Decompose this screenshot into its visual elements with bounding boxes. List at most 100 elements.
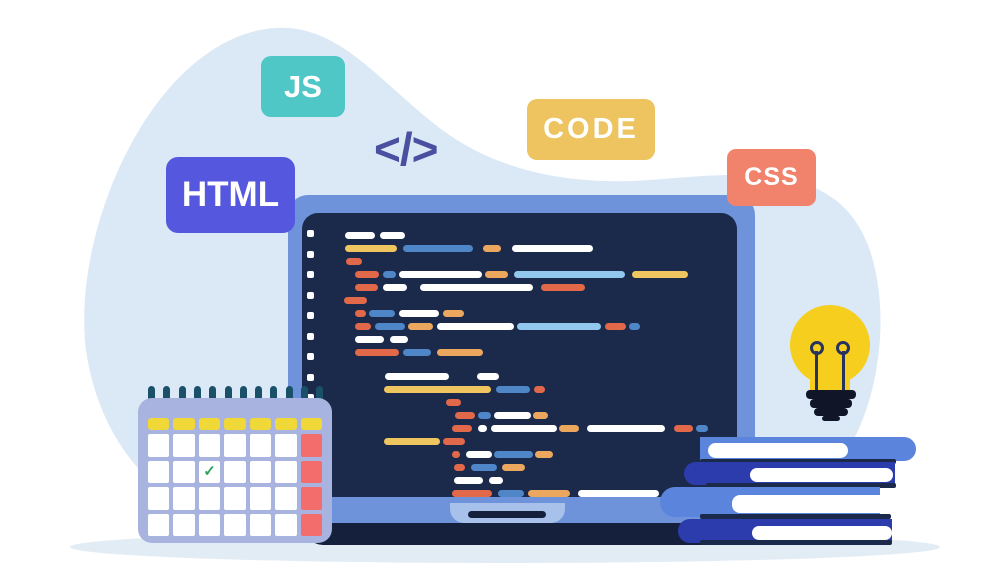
laptop-hinge-slot	[468, 511, 546, 518]
laptop-base	[305, 523, 740, 545]
code-bar	[478, 425, 487, 432]
code-bar	[496, 386, 530, 393]
code-bar	[489, 477, 503, 484]
calendar-day-cell	[224, 513, 246, 536]
book-pages	[708, 443, 848, 458]
code-bar	[384, 438, 440, 445]
calendar-day-cell	[173, 487, 195, 510]
code-bar	[485, 271, 508, 278]
code-bar	[478, 412, 491, 419]
lightbulb-base-ridge	[822, 416, 840, 421]
code-bar	[471, 464, 497, 471]
code-bar	[455, 412, 475, 419]
code-bar	[517, 323, 601, 330]
book-pages	[752, 526, 892, 540]
calendar-header-cell	[224, 418, 246, 430]
code-bar	[535, 451, 553, 458]
calendar-day-cell	[275, 434, 297, 457]
gutter-dot	[307, 230, 314, 237]
code-bar	[454, 477, 483, 484]
code-bar	[578, 490, 659, 497]
calendar-day-cell	[173, 513, 195, 536]
code-bar	[494, 412, 531, 419]
calendar-day-cell	[173, 434, 195, 457]
gutter-dot	[307, 291, 314, 299]
lightbulb-base-ridge	[814, 408, 848, 416]
css-badge: CSS	[727, 149, 816, 206]
gutter-dot	[307, 332, 314, 340]
code-tag-icon: </>	[374, 123, 439, 175]
code-bar	[494, 451, 533, 458]
code-bar	[437, 349, 483, 356]
code-bar	[390, 336, 408, 343]
calendar-header-cell	[198, 418, 221, 430]
code-bar	[355, 349, 399, 356]
code-bar	[587, 425, 665, 432]
calendar-checked-cell: ✓	[198, 460, 221, 483]
calendar-weekend-cell	[300, 487, 322, 510]
code-bar	[452, 425, 472, 432]
code-bar	[512, 245, 593, 252]
code-bar	[355, 284, 378, 291]
calendar-grid: ✓	[148, 418, 322, 536]
code-bar	[632, 271, 688, 278]
calendar-header-cell	[249, 418, 272, 430]
code-bar	[696, 425, 708, 432]
calendar-day-cell	[275, 487, 297, 510]
calendar-weekend-cell	[300, 460, 322, 483]
calendar-day-cell	[148, 460, 170, 483]
code-bar	[502, 464, 525, 471]
calendar-day-cell	[148, 513, 170, 536]
calendar-day-cell	[224, 460, 246, 483]
code-bar	[355, 323, 371, 330]
calendar-day-cell	[249, 513, 272, 536]
code-bar	[605, 323, 626, 330]
code-bar	[345, 232, 375, 239]
code-bar	[385, 373, 449, 380]
lightbulb-filament-stem	[842, 351, 845, 392]
calendar-day-cell	[275, 513, 297, 536]
code-bar	[355, 336, 384, 343]
lightbulb-filament-stem	[815, 351, 818, 392]
gutter-dot	[307, 312, 314, 319]
code-bar	[403, 349, 431, 356]
code-bar	[559, 425, 579, 432]
calendar-day-cell	[173, 460, 195, 483]
code-bar	[344, 297, 367, 304]
code-bar	[383, 271, 396, 278]
code-bar	[491, 425, 557, 432]
code-bar	[498, 490, 524, 497]
code-bar	[528, 490, 570, 497]
code-bar	[629, 323, 640, 330]
gutter-dot	[307, 353, 314, 360]
code-bar	[452, 451, 460, 458]
lightbulb-base-ridge	[806, 390, 856, 399]
calendar-day-cell	[275, 460, 297, 483]
code-bar	[420, 284, 533, 291]
gutter-dot	[307, 250, 314, 258]
laptop-screen	[302, 213, 737, 497]
code-bar	[477, 373, 499, 380]
calendar-day-cell	[148, 434, 170, 457]
book-edge	[700, 514, 891, 519]
lightbulb-base-ridge	[810, 399, 852, 408]
code-bar	[437, 323, 514, 330]
book-edge	[700, 459, 896, 464]
code-bar	[355, 310, 366, 317]
gutter-dot	[307, 394, 314, 401]
gutter-dot	[307, 373, 314, 381]
code-bar	[466, 451, 492, 458]
book-pages	[732, 495, 905, 513]
code-bar	[345, 245, 397, 252]
code-bar	[346, 258, 362, 265]
code-bar	[403, 245, 473, 252]
code-bar	[384, 386, 491, 393]
calendar-header-cell	[300, 418, 322, 430]
code-bar	[399, 271, 482, 278]
calendar-weekend-cell	[300, 513, 322, 536]
code-bar	[408, 323, 433, 330]
js-badge: JS	[261, 56, 345, 117]
book-pages	[750, 468, 893, 482]
code-bar	[399, 310, 439, 317]
